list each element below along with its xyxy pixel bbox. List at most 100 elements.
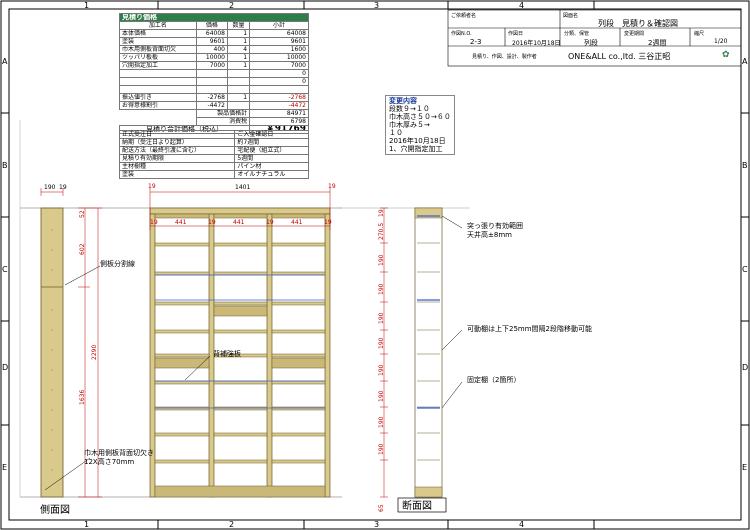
- cell: 1: [226, 29, 251, 38]
- spec-key: 塗装: [118, 170, 236, 179]
- cell: 巾木用側板背面切欠: [119, 45, 197, 54]
- col-label-2b: 2: [229, 520, 234, 529]
- cell: -2768: [195, 93, 228, 102]
- dim-section-2705: 270.5: [378, 223, 385, 240]
- dim-section-190-f: 190: [378, 390, 385, 402]
- cell: [226, 85, 251, 94]
- label-baseboard-cut: 巾木用側板背面切欠き: [84, 448, 154, 457]
- row-label-c: C: [2, 265, 8, 274]
- spec-value: 宅配便（組立式）: [234, 146, 309, 155]
- spec-value: 5週間: [234, 154, 309, 163]
- leaf-logo-icon: ✿: [722, 50, 730, 60]
- tax-value: 6798: [249, 117, 309, 126]
- dim-19-front-left: 19: [148, 183, 156, 190]
- cell: ツッパリ板板: [119, 53, 197, 62]
- cell: [195, 85, 228, 94]
- label-side-split: 側板分割線: [100, 259, 135, 268]
- dim-1401: 1401: [235, 184, 250, 191]
- spec-key: 見積り有効期限: [118, 154, 236, 163]
- row-label-d-r: D: [742, 363, 748, 372]
- cell: 塗装: [119, 37, 197, 46]
- cell: 1: [226, 37, 251, 46]
- col-label-1b: 1: [84, 520, 89, 529]
- change-line: 巾木高さ５０→６０: [389, 113, 451, 121]
- row-label-b: B: [2, 161, 8, 170]
- dim-190-side: 190: [44, 184, 56, 191]
- product-total: 84971: [249, 109, 309, 118]
- cell: 10000: [195, 53, 228, 62]
- spec-row: 配送方法（最終引渡に含む）宅配便（組立式）: [118, 146, 309, 155]
- dim-section-19: 19: [378, 209, 385, 217]
- title-block: ご依頼者名 図面名 列段 見積り＆確認図 作図N.O. 2-3 作図日 2016…: [448, 10, 744, 66]
- cell: 9601: [249, 37, 309, 46]
- tax-label: 消費税: [195, 117, 251, 126]
- cell: [195, 77, 228, 86]
- cell: [119, 85, 197, 94]
- row-label-d: D: [2, 363, 8, 372]
- client-label: ご依頼者名: [451, 13, 477, 19]
- cell: 64008: [249, 29, 309, 38]
- table-row: お得意様割引-4472-4472: [119, 101, 309, 110]
- spec-table: 正式受注日ご入金確認日 納期（受注日より起算）約7週間 配送方法（最終引渡に含む…: [118, 130, 309, 179]
- cell: 本体価格: [119, 29, 197, 38]
- cell: 1: [226, 53, 251, 62]
- no-label: 作図N.O.: [451, 31, 472, 37]
- cell: [119, 69, 197, 78]
- drawing-label: 図面名: [563, 13, 579, 19]
- cell: 10000: [249, 53, 309, 62]
- dim-52: 52: [79, 210, 86, 218]
- dim-19-c1: 19: [150, 219, 158, 226]
- cell: [226, 77, 251, 86]
- spec-key: 配送方法（最終引渡に含む）: [118, 146, 236, 155]
- change-line: 段数９→１０: [389, 105, 430, 113]
- cat-value: 列段: [584, 39, 598, 47]
- cell: -4472: [195, 101, 228, 110]
- company-name: ONE&ALL co.,ltd. 三谷正昭: [568, 52, 671, 61]
- dim-2290: 2290: [91, 345, 98, 360]
- cell: -2768: [249, 93, 309, 102]
- spec-row: 塗装オイルナチュラル: [118, 170, 309, 179]
- spec-value: オイルナチュラル: [234, 170, 309, 179]
- cell: [249, 85, 309, 94]
- dim-section-190-g: 190: [378, 416, 385, 428]
- cell: 0: [249, 77, 309, 86]
- label-fixed: 固定棚（2箇所）: [467, 375, 520, 384]
- table-row: [119, 85, 309, 94]
- cell: お得意様割引: [119, 101, 197, 110]
- cell: 1600: [249, 45, 309, 54]
- date-label: 作図日: [508, 31, 524, 37]
- cell: -4472: [249, 101, 309, 110]
- period-value: 2週間: [648, 39, 667, 47]
- cell: 1: [226, 61, 251, 70]
- dim-441-c: 441: [291, 219, 303, 226]
- change-note: 変更内容 段数９→１０ 巾木高さ５０→６０ 巾木厚み５→ １０ 2016年10月…: [385, 95, 455, 155]
- change-line: 2016年10月18日: [389, 137, 446, 145]
- spec-row: 正式受注日ご入金確認日: [118, 130, 309, 139]
- date-value: 2016年10月18日: [512, 40, 561, 47]
- dim-19-c3: 19: [266, 219, 274, 226]
- scale-value: 1/20: [714, 38, 728, 45]
- spec-key: 正式受注日: [118, 130, 236, 139]
- row-label-b-r: B: [742, 161, 748, 170]
- dim-19-c2: 19: [208, 219, 216, 226]
- dim-19-c4: 19: [324, 219, 332, 226]
- cell: 0: [249, 69, 309, 78]
- col-label-2: 2: [229, 1, 234, 10]
- drawing-name: 列段 見積り＆確認図: [598, 19, 678, 28]
- dim-section-65: 65: [378, 504, 385, 512]
- cell: 1: [226, 93, 251, 102]
- spec-key: 納期（受注日より起算）: [118, 138, 236, 147]
- row-label-a-r: A: [742, 57, 748, 66]
- col-header-qty: 数量: [226, 21, 251, 30]
- spec-value: ご入金確認日: [234, 130, 309, 139]
- cell: 振込値引き: [119, 93, 197, 102]
- cell: 400: [195, 45, 228, 54]
- row-label-a: A: [2, 57, 8, 66]
- dim-441-a: 441: [175, 219, 187, 226]
